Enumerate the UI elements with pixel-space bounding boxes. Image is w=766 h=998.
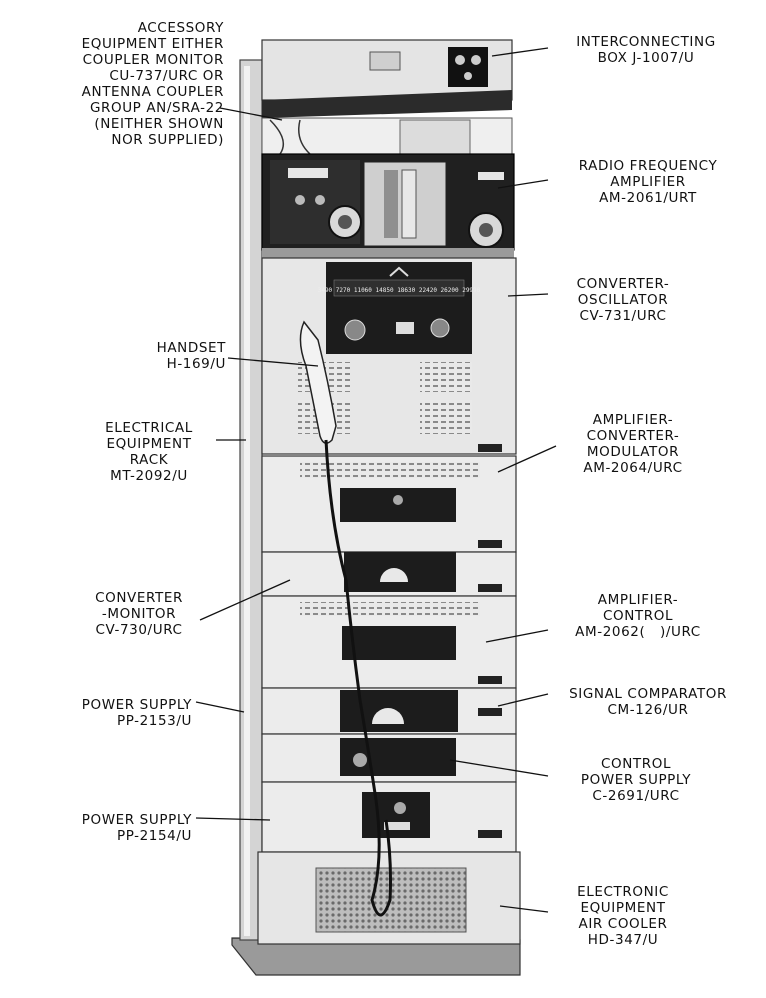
label-amplifier-converter-modulator: AMPLIFIER- CONVERTER- MODULATOR AM-2064/… bbox=[583, 412, 683, 476]
label-rf-amplifier: RADIO FREQUENCY AMPLIFIER AM-2061/URT bbox=[578, 158, 718, 206]
label-rack: ELECTRICAL EQUIPMENT RACK MT-2092/U bbox=[105, 420, 193, 484]
leader-lines bbox=[195, 47, 557, 913]
label-converter-oscillator: CONVERTER- OSCILLATOR CV-731/URC bbox=[576, 276, 670, 324]
label-control-power-supply: CONTROL POWER SUPPLY C-2691/URC bbox=[580, 756, 692, 804]
label-amplifier-control: AMPLIFIER- CONTROL AM-2062( )/URC bbox=[575, 592, 701, 640]
label-handset: HANDSET H-169/U bbox=[156, 340, 226, 372]
label-signal-comparator: SIGNAL COMPARATOR CM-126/UR bbox=[569, 686, 727, 718]
label-air-cooler: ELECTRONIC EQUIPMENT AIR COOLER HD-347/U bbox=[577, 884, 669, 948]
label-power-supply-2154: POWER SUPPLY PP-2154/U bbox=[81, 812, 192, 844]
label-converter-monitor: CONVERTER -MONITOR CV-730/URC bbox=[95, 590, 183, 638]
rack-base bbox=[231, 937, 521, 976]
label-accessory-equipment: ACCESSORY EQUIPMENT EITHER COUPLER MONIT… bbox=[81, 20, 224, 148]
label-power-supply-2153: POWER SUPPLY PP-2153/U bbox=[81, 697, 192, 729]
rack-rail-left bbox=[239, 59, 263, 941]
panel-frequency-scale: 3490 7270 11060 14850 18630 22420 26200 … bbox=[318, 287, 481, 294]
label-interconnecting-box: INTERCONNECTING BOX J-1007/U bbox=[576, 34, 716, 66]
handset-cord bbox=[324, 439, 392, 917]
